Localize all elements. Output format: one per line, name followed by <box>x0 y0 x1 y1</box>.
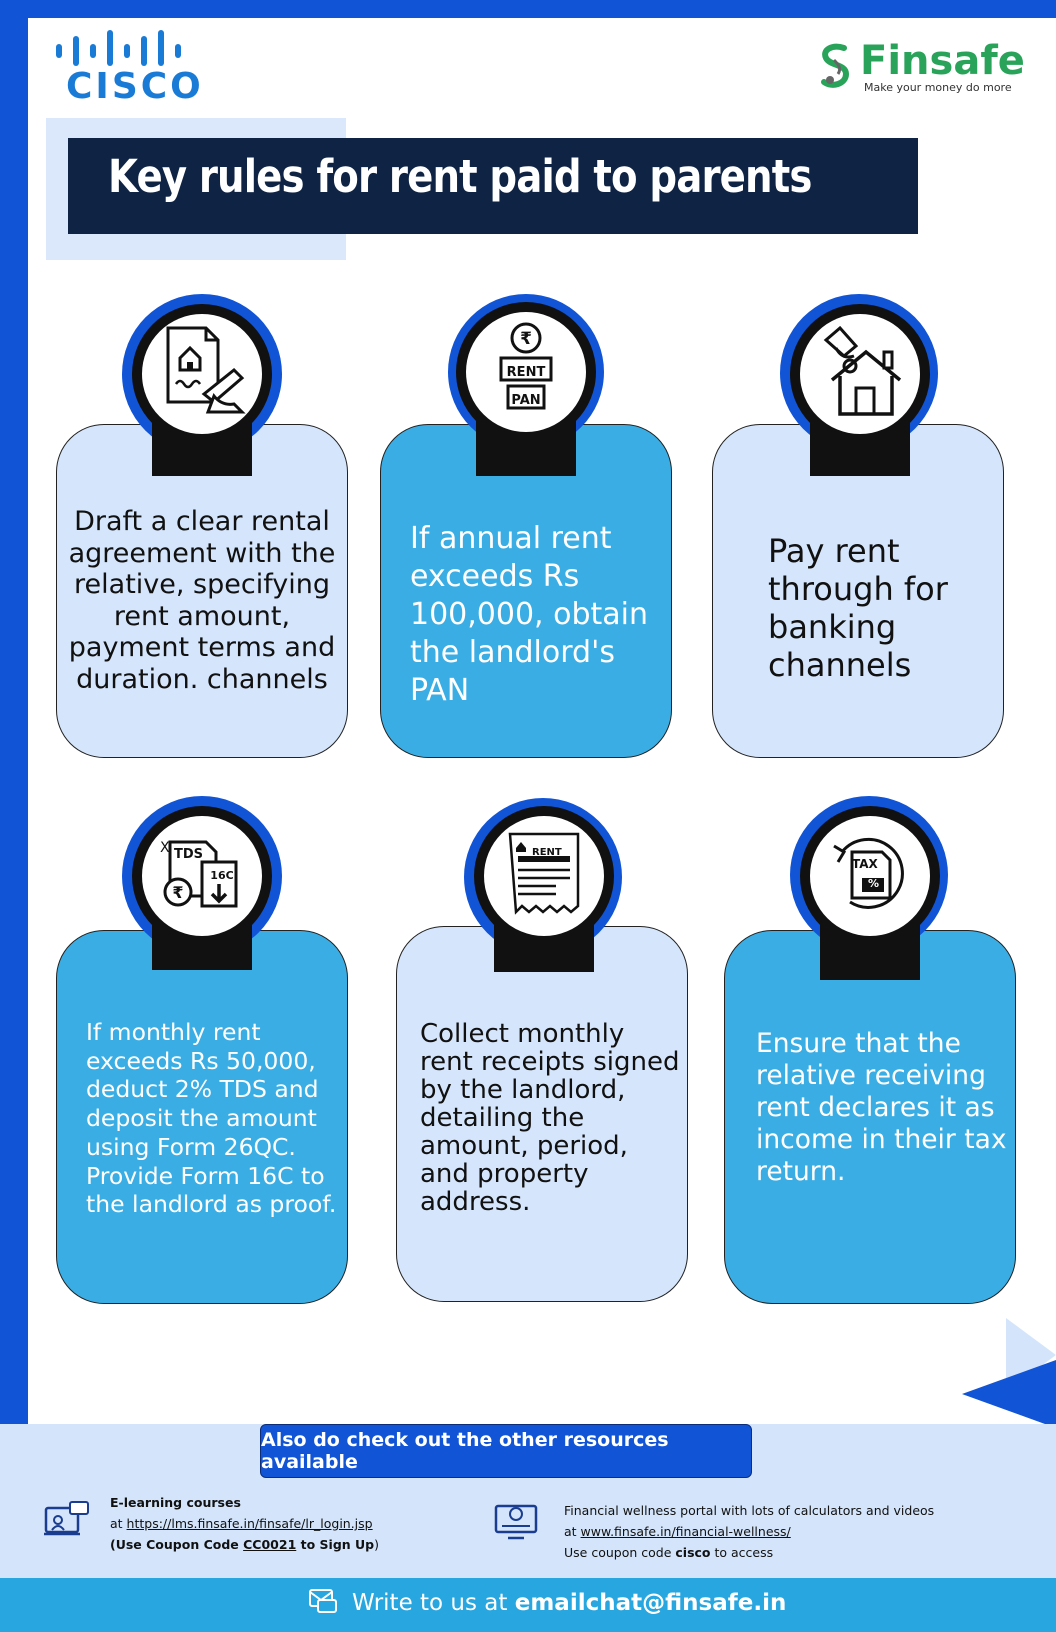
pan-icon-label: PAN <box>511 393 541 408</box>
rule-card-banking-channels <box>712 424 1004 758</box>
rule-card-rental-agreement <box>56 424 348 758</box>
finsafe-logo-icon <box>821 43 850 88</box>
card-text: Draft a clear rental agreement with the … <box>68 506 336 695</box>
tax-return-icon <box>833 837 904 909</box>
form16c-icon-label: 16C <box>210 869 234 882</box>
portal-coupon-code: cisco <box>675 1545 711 1560</box>
elearning-coupon-line: (Use Coupon Code CC0021 to Sign Up) <box>110 1534 470 1555</box>
elearning-icon <box>44 1501 89 1536</box>
page-title: Key rules for rent paid to parents <box>108 150 812 203</box>
tax-icon-label: TAX <box>852 857 878 871</box>
rental-agreement-icon <box>166 326 246 414</box>
resources-banner: Also do check out the other resources av… <box>260 1424 752 1478</box>
rent-icon-label: RENT <box>506 365 546 380</box>
rule-card-landlord-pan <box>380 424 672 758</box>
contact-email-link[interactable]: emailchat@finsafe.in <box>514 1590 787 1616</box>
finsafe-tagline: Make your money do more <box>864 81 1012 94</box>
rule-card-tax-return <box>724 930 1016 1304</box>
svg-text:₹: ₹ <box>520 329 532 349</box>
left-accent-bar <box>0 0 28 1430</box>
contact-line: Write to us at emailchat@finsafe.in <box>352 1590 786 1616</box>
cisco-bars-icon <box>56 30 181 66</box>
elearning-coupon-suffix: to Sign Up <box>296 1537 375 1552</box>
top-accent-bar <box>0 0 1056 18</box>
card-text: Ensure that the relative receiving rent … <box>756 1028 1007 1187</box>
tds-form-icon: ₹ <box>163 840 238 908</box>
elearning-link-prefix: at <box>110 1516 127 1531</box>
svg-text:₹: ₹ <box>172 883 183 902</box>
elearning-link[interactable]: https://lms.finsafe.in/finsafe/lr_login.… <box>126 1516 373 1531</box>
rule-card-tds <box>56 930 348 1304</box>
rule-card-rent-receipts <box>396 926 688 1302</box>
elearning-coupon-prefix: (Use Coupon Code <box>110 1537 244 1552</box>
portal-icon <box>494 1504 538 1540</box>
email-icon <box>309 1589 337 1613</box>
card-text: If annual rent exceeds Rs 100,000, obtai… <box>410 521 649 708</box>
portal-link-line: at www.finsafe.in/financial-wellness/ <box>564 1521 1004 1542</box>
card-text: If monthly rent exceeds Rs 50,000, deduc… <box>86 1018 337 1219</box>
elearning-link-line: at https://lms.finsafe.in/finsafe/lr_log… <box>110 1513 470 1534</box>
rupee-rent-pan-icon: ₹ <box>499 322 553 410</box>
portal-coupon-suffix: to access <box>710 1545 774 1560</box>
elearning-block: E-learning courses at https://lms.finsaf… <box>110 1492 470 1555</box>
elearning-coupon-code: CC0021 <box>243 1537 297 1552</box>
hand-house-payment-icon <box>823 326 902 416</box>
card-text: Pay rent through for banking channels <box>768 532 948 684</box>
portal-link-prefix: at <box>564 1524 581 1539</box>
tds-x-mark: X <box>160 840 170 856</box>
rent-receipt-icon <box>508 832 580 915</box>
cisco-wordmark: CISCO <box>66 66 204 107</box>
elearning-coupon-close: ) <box>374 1537 380 1552</box>
portal-coupon-line: Use coupon code cisco to access <box>564 1542 1004 1563</box>
card-text: Collect monthly rent receipts signed by … <box>420 1019 680 1217</box>
percent-icon-label: % <box>868 877 880 890</box>
title-banner <box>68 138 918 234</box>
receipt-icon-label: RENT <box>532 847 562 858</box>
decor-triangle-blue <box>962 1360 1056 1428</box>
contact-bar <box>0 1578 1056 1632</box>
finsafe-wordmark: Finsafe <box>860 38 1025 84</box>
tds-icon-label: TDS <box>174 847 204 862</box>
portal-block: Financial wellness portal with lots of c… <box>564 1500 1004 1563</box>
portal-coupon-prefix: Use coupon code <box>564 1545 676 1560</box>
elearning-heading: E-learning courses <box>110 1495 241 1510</box>
portal-link[interactable]: www.finsafe.in/financial-wellness/ <box>580 1524 791 1539</box>
portal-description: Financial wellness portal with lots of c… <box>564 1503 935 1518</box>
decor-triangle-light <box>1006 1318 1056 1392</box>
contact-prefix: Write to us at <box>352 1590 515 1616</box>
